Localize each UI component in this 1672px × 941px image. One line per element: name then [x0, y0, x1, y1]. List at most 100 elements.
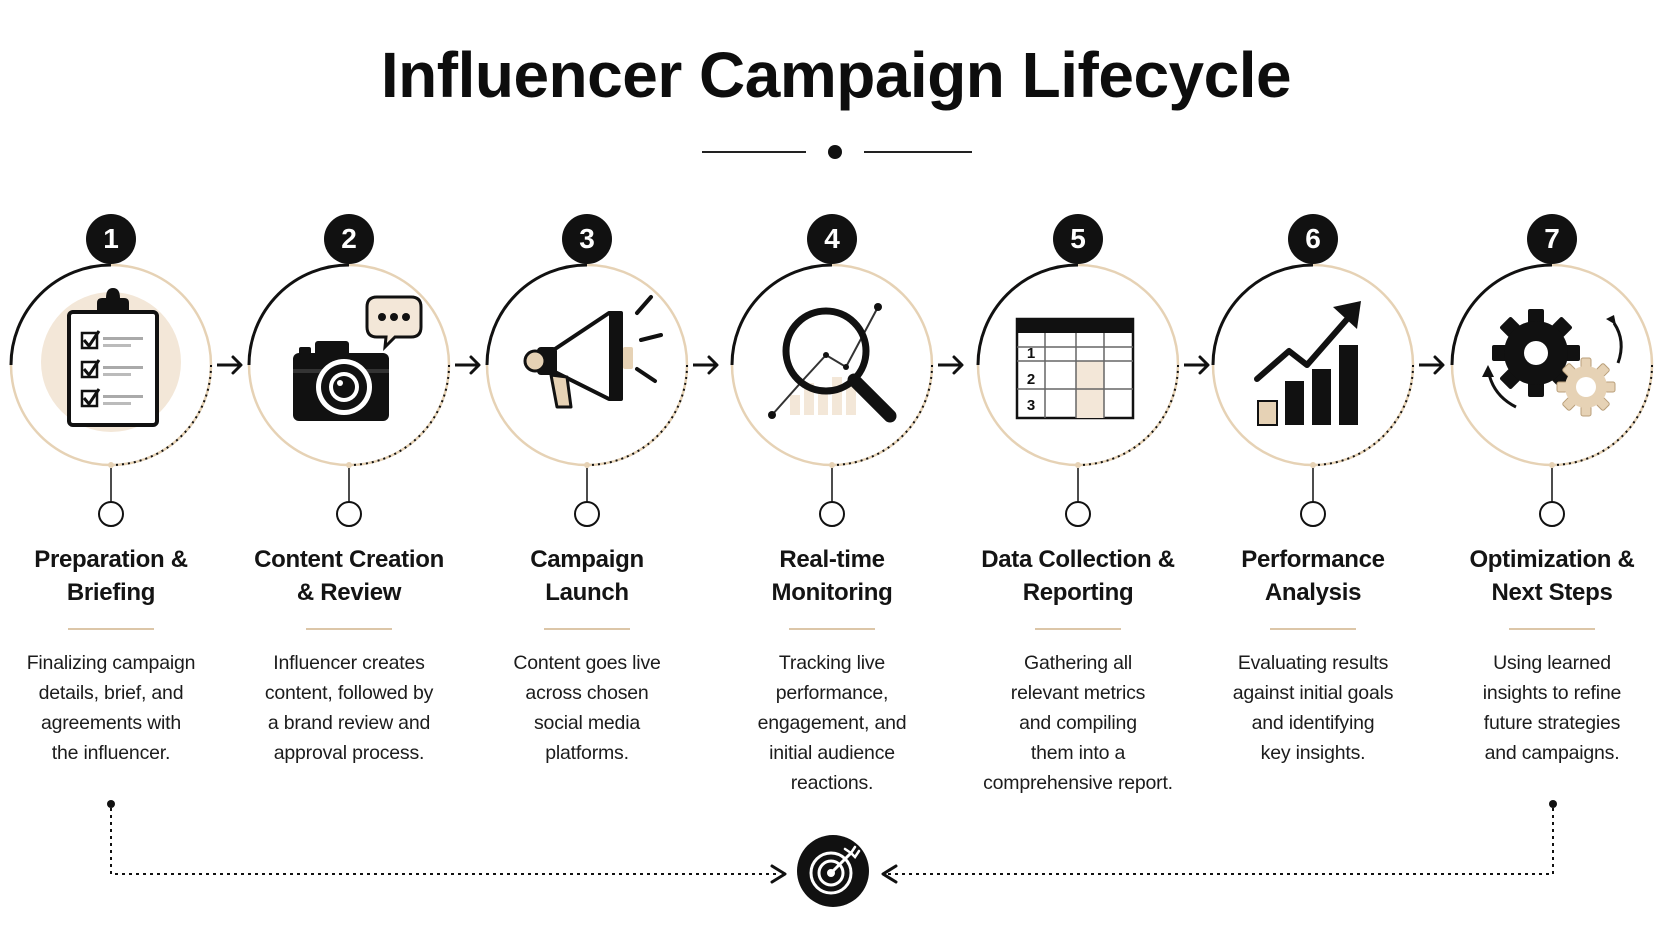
title-rule-left: [702, 151, 806, 153]
step-2-ring-dotted-arc: [348, 364, 450, 466]
step-7-desc-line-2: insights to refine: [1482, 682, 1622, 704]
step-3-connector-arrowhead: [707, 355, 719, 375]
loop-left-line: [110, 808, 780, 875]
step-1: 1 Preparation & Briefing Finalizing camp…: [0, 0, 231, 941]
step-4-title-line-2: Monitoring: [771, 579, 893, 606]
step-2-connector-arrowhead: [469, 355, 481, 375]
step-1-number-badge: 1: [86, 214, 136, 264]
step-6-underline: [1270, 628, 1356, 630]
step-7-description: Using learned insights to refine future …: [1432, 648, 1672, 768]
step-5-desc-line-3: and compiling: [1019, 712, 1137, 734]
step-2-title-line-1: Content Creation: [254, 546, 444, 573]
step-4-ring-bottom-dot: [829, 462, 835, 468]
step-5-icon-area: 1 2 3: [974, 285, 1182, 455]
step-5-desc-line-1: Gathering all: [1024, 652, 1132, 674]
step-6-node: [1300, 501, 1326, 527]
step-6-number-badge: 6: [1288, 214, 1338, 264]
step-2-desc-line-3: a brand review and: [267, 712, 431, 734]
step-3-title-line-1: Campaign: [530, 546, 644, 573]
step-7-title-line-2: Next Steps: [1491, 579, 1613, 606]
step-5-connector-arrowhead: [1198, 355, 1210, 375]
step-7-node: [1539, 501, 1565, 527]
step-5-title-line-1: Data Collection &: [981, 546, 1175, 573]
step-3-icon-area: [483, 285, 691, 455]
step-4-icon-area: [728, 285, 936, 455]
step-5-description: Gathering all relevant metrics and compi…: [958, 648, 1198, 798]
step-1-description: Finalizing campaign details, brief, and …: [0, 648, 231, 768]
table-row-label-3: 3: [1027, 397, 1035, 414]
feedback-loop: [107, 800, 1557, 884]
step-6-ring-bottom-dot: [1310, 462, 1316, 468]
step-1-icon-area: [7, 285, 215, 455]
step-4-desc-line-4: initial audience: [769, 742, 895, 764]
step-5-title: Data Collection & Reporting: [958, 543, 1198, 609]
step-2-title-line-2: & Review: [296, 579, 402, 606]
step-6-connector-arrowhead: [1433, 355, 1445, 375]
step-7-desc-line-1: Using learned: [1493, 652, 1611, 674]
step-5-desc-line-5: comprehensive report.: [983, 772, 1173, 794]
step-4-connector-arrowhead: [952, 355, 964, 375]
step-7-title: Optimization & Next Steps: [1432, 543, 1672, 609]
step-1-ring-dotted-arc: [110, 364, 212, 466]
step-4-desc-line-2: performance,: [775, 682, 889, 704]
growth-chart-icon: [1254, 301, 1361, 426]
step-4-node: [819, 501, 845, 527]
step-2-desc-line-4: approval process.: [273, 742, 425, 764]
step-3-title: Campaign Launch: [467, 543, 707, 609]
step-6-desc-line-4: key insights.: [1260, 742, 1366, 764]
step-3-number-badge: 3: [562, 214, 612, 264]
step-6-ring-dotted-arc: [1312, 364, 1414, 466]
step-6-desc-line-3: and identifying: [1251, 712, 1375, 734]
step-3-description: Content goes live across chosen social m…: [467, 648, 707, 768]
step-4-desc-line-3: engagement, and: [757, 712, 907, 734]
step-1-node: [98, 501, 124, 527]
page-title: Influencer Campaign Lifecycle: [380, 39, 1292, 111]
loop-start-dot: [107, 800, 115, 808]
step-2-description: Influencer creates content, followed by …: [229, 648, 469, 768]
step-3-ring-dotted-arc: [586, 364, 688, 466]
step-3-desc-line-4: platforms.: [545, 742, 629, 764]
step-7-ring-bottom-dot: [1549, 462, 1555, 468]
step-1-title-line-1: Preparation &: [34, 546, 188, 573]
loop-right-arrowhead: [881, 864, 898, 884]
magnifier-chart-icon: [768, 303, 897, 423]
step-6-ring-arc: [1211, 263, 1314, 366]
gears-cycle-icon: [1482, 309, 1623, 417]
step-4-ring-dotted-arc: [831, 364, 933, 466]
step-1-ring-arc: [9, 263, 112, 366]
step-6: 6 Performance Analysis Evaluating result…: [1193, 0, 1433, 941]
clipboard-checklist-icon: [41, 288, 181, 432]
step-7-number-badge: 7: [1527, 214, 1577, 264]
step-3-desc-line-2: across chosen: [525, 682, 649, 704]
step-4-desc-line-5: reactions.: [790, 772, 874, 794]
loop-left-arrowhead: [770, 864, 787, 884]
step-1-desc-line-2: details, brief, and: [38, 682, 184, 704]
step-6-description: Evaluating results against initial goals…: [1193, 648, 1433, 768]
step-6-title-line-1: Performance: [1241, 546, 1385, 573]
step-7-ring-arc: [1450, 263, 1553, 366]
step-3-underline: [544, 628, 630, 630]
step-7-icon-area: [1448, 285, 1656, 455]
step-7: 7 Optimization & Next Steps Using learne…: [1432, 0, 1672, 941]
step-5-ring-bottom-dot: [1075, 462, 1081, 468]
step-7-ring-dotted-arc: [1551, 364, 1653, 466]
step-7-title-line-1: Optimization &: [1469, 546, 1635, 573]
step-6-desc-line-1: Evaluating results: [1237, 652, 1389, 674]
step-6-icon-area: [1209, 285, 1417, 455]
loop-right-line: [888, 808, 1554, 875]
step-5-title-line-2: Reporting: [1022, 579, 1134, 606]
step-3-ring-bottom-dot: [584, 462, 590, 468]
step-2-icon-area: [245, 285, 453, 455]
step-3-desc-line-1: Content goes live: [513, 652, 661, 674]
step-1-ring-bottom-dot: [108, 462, 114, 468]
step-6-desc-line-2: against initial goals: [1232, 682, 1394, 704]
step-3-ring-arc: [485, 263, 588, 366]
step-2-desc-line-1: Influencer creates: [273, 652, 425, 674]
step-5-ring-arc: [976, 263, 1079, 366]
megaphone-icon: [523, 295, 663, 409]
step-4-description: Tracking live performance, engagement, a…: [712, 648, 952, 798]
step-4-number-badge: 4: [807, 214, 857, 264]
step-1-connector-arrowhead: [231, 355, 243, 375]
